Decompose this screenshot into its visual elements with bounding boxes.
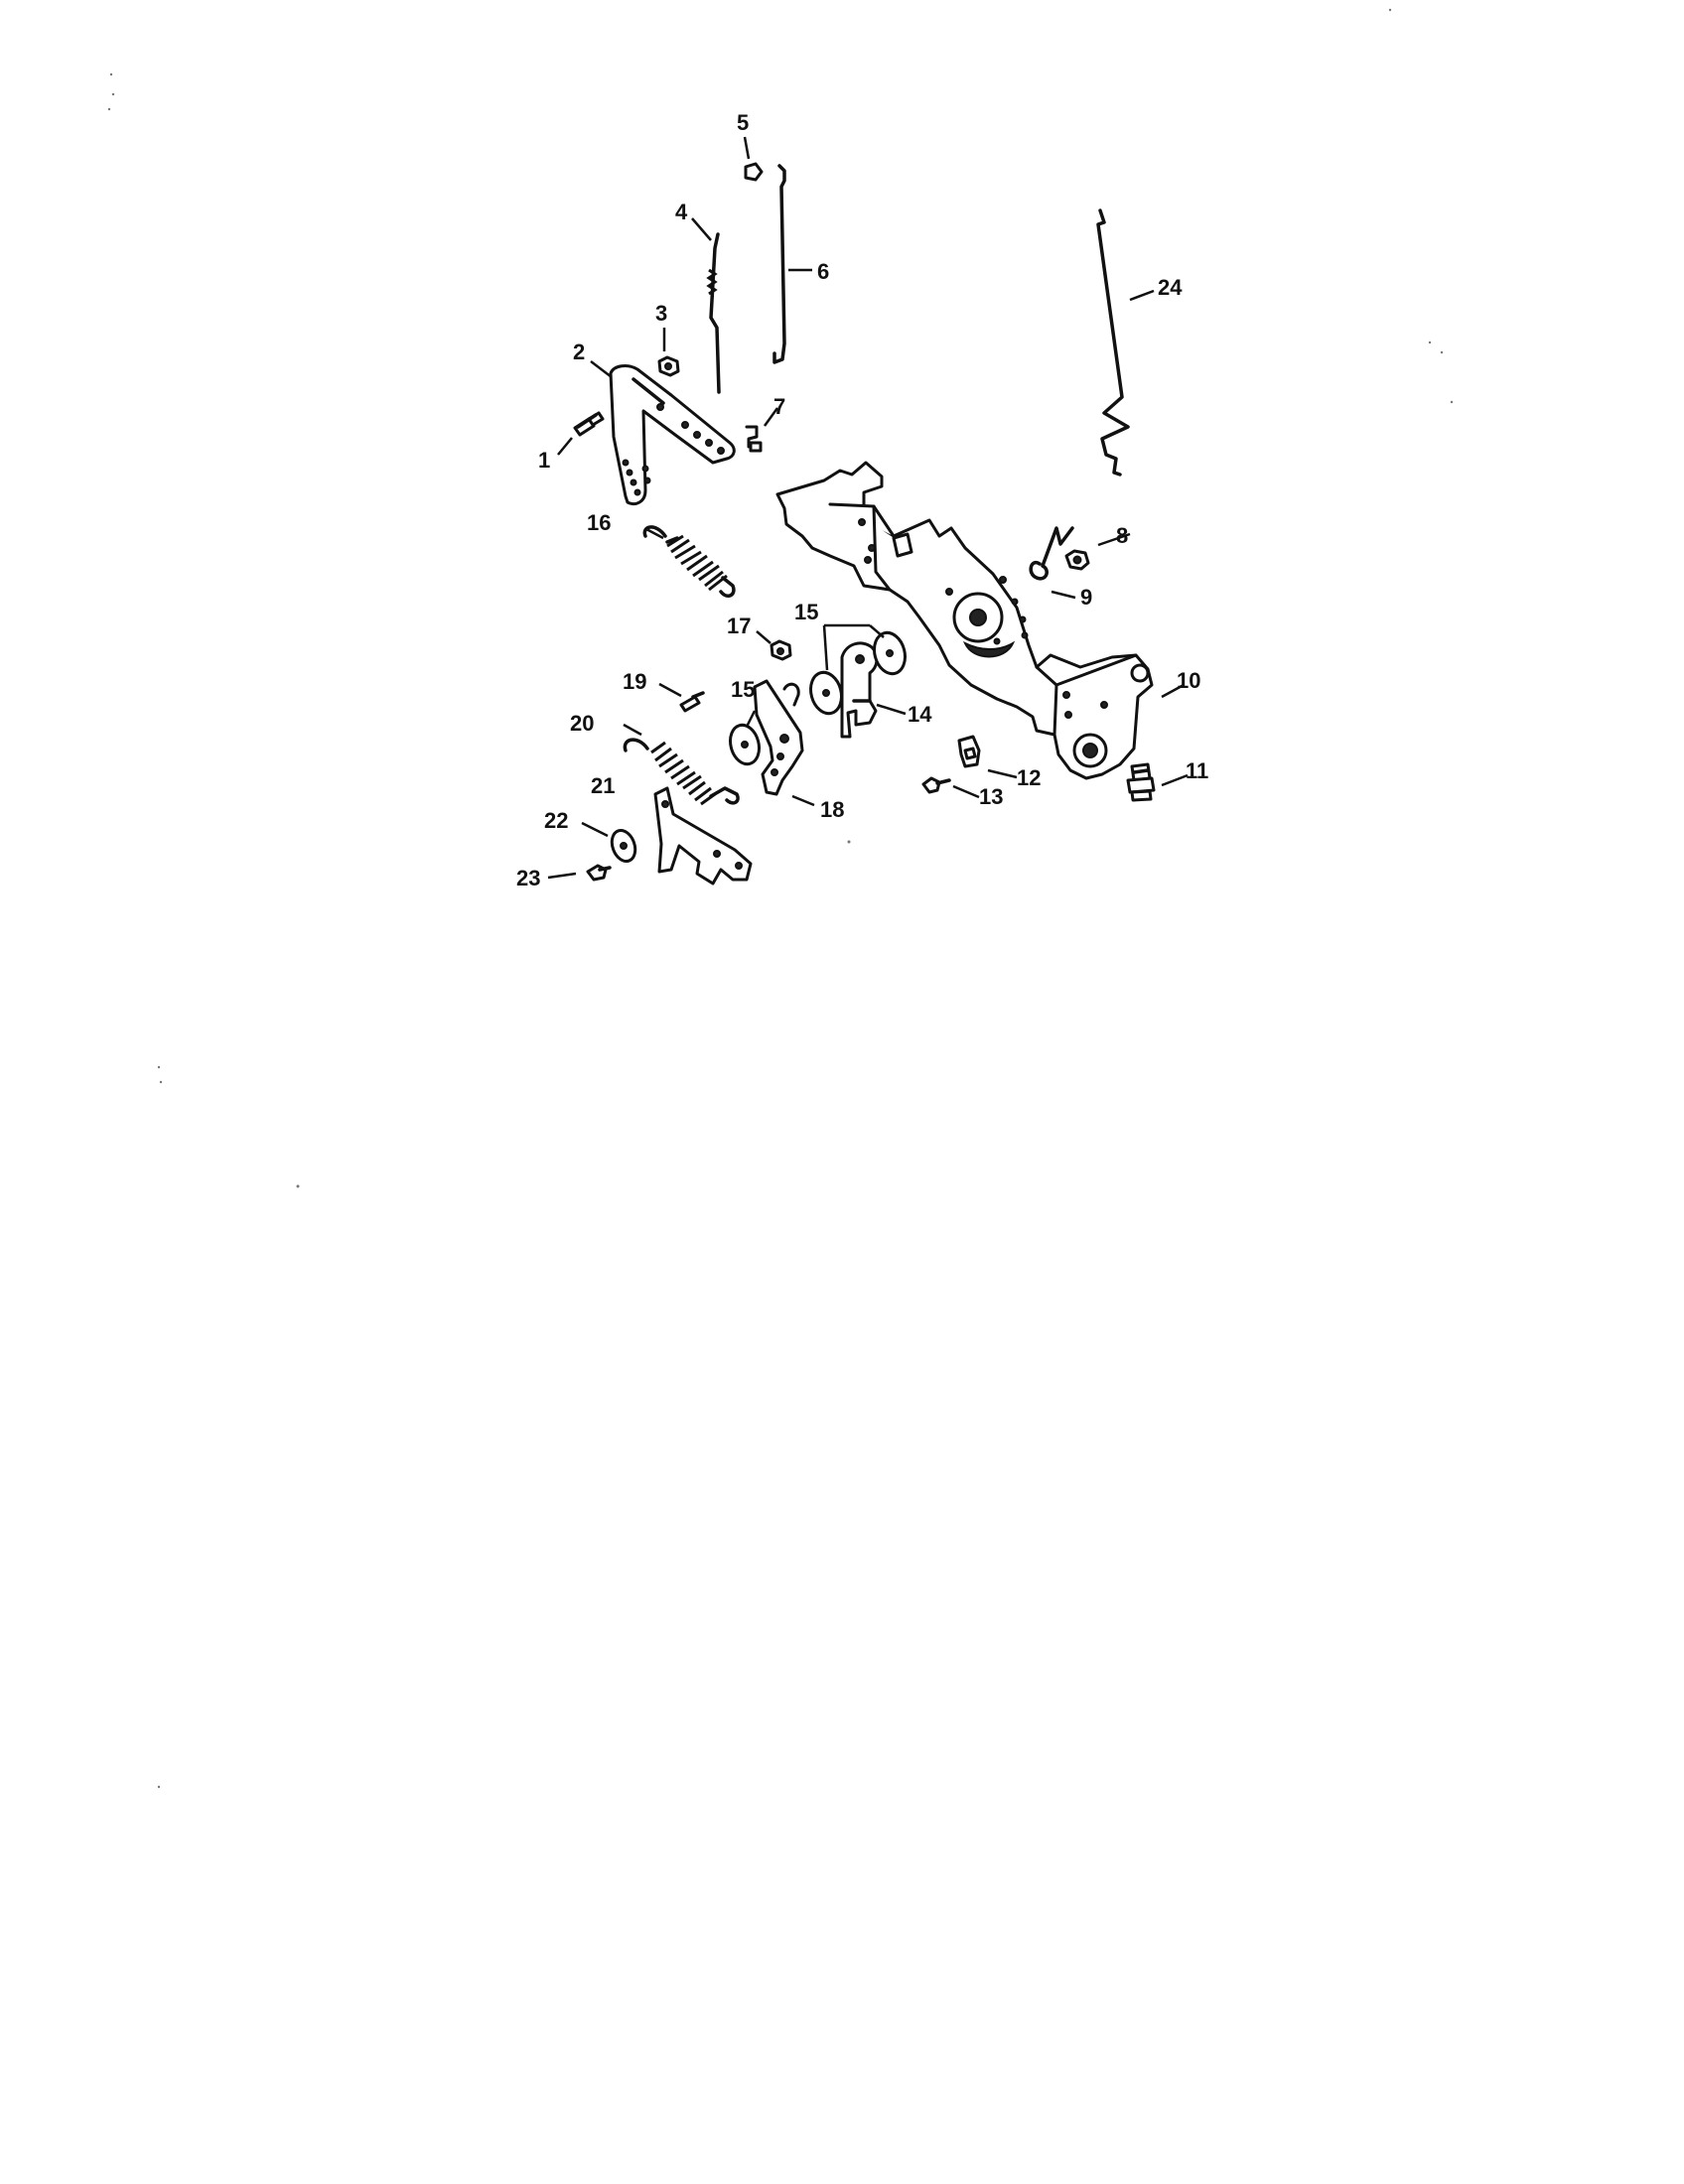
part-12-cable-clip: [957, 735, 981, 768]
callout-6: 6: [817, 259, 829, 284]
callout-7: 7: [773, 394, 785, 419]
part-13-screw: [921, 776, 951, 794]
callout-4: 4: [675, 200, 688, 224]
part-15-washer-upper: [873, 630, 907, 676]
callout-12: 12: [1017, 765, 1041, 790]
part-20-extension-spring: [623, 738, 740, 806]
callout-1: 1: [538, 448, 550, 473]
part-18-throttle-lever: [753, 679, 804, 796]
callout-10: 10: [1177, 668, 1200, 693]
part-15-washer-middle: [809, 670, 843, 716]
part-23-screw: [586, 864, 612, 882]
part-7-clip: [745, 425, 763, 453]
part-10-main-bracket: [775, 461, 1154, 780]
part-11-bolt: [1126, 762, 1156, 802]
part-8-nut: [1064, 549, 1090, 571]
callout-17: 17: [727, 614, 751, 638]
callout-23: 23: [516, 866, 540, 890]
part-3-nut: [657, 355, 680, 377]
callout-15-upper: 15: [794, 600, 818, 624]
part-16-extension-spring: [642, 525, 736, 598]
part-15-washer-lower: [729, 723, 761, 766]
part-22-washer: [610, 829, 637, 863]
leader-lines: [547, 136, 1189, 880]
callout-8: 8: [1116, 523, 1128, 548]
part-6-link-rod: [772, 164, 786, 364]
callout-13: 13: [979, 784, 1003, 809]
part-19-screw: [679, 691, 705, 713]
callout-19: 19: [623, 669, 646, 694]
part-24-link-rod: [1096, 208, 1130, 477]
callout-15-lower: 15: [731, 677, 755, 702]
scan-specks: [107, 8, 1454, 1789]
part-21-speed-lever: [653, 786, 753, 886]
callout-18: 18: [820, 797, 844, 822]
callout-5: 5: [737, 110, 749, 135]
callout-16: 16: [587, 510, 611, 535]
part-14-lever: [840, 641, 879, 739]
callout-9: 9: [1080, 585, 1092, 610]
part-1-screw: [573, 411, 605, 437]
part-17-nut: [770, 639, 792, 661]
part-5-clip: [744, 162, 764, 182]
callout-20: 20: [570, 711, 594, 736]
callout-21: 21: [591, 773, 615, 798]
part-9-torsion-spring: [1029, 526, 1074, 581]
callout-11: 11: [1186, 758, 1208, 783]
callout-24: 24: [1158, 275, 1183, 300]
part-2-control-lever: [609, 364, 736, 505]
callout-14: 14: [908, 702, 932, 727]
part-4-governor-rod: [706, 232, 721, 394]
callout-3: 3: [655, 301, 667, 326]
callout-22: 22: [544, 808, 568, 833]
callout-labels: 1 2 3 4 5 6 7 8 9 10 11 12 13 14 15 15 1…: [516, 110, 1208, 890]
callout-2: 2: [573, 340, 585, 364]
